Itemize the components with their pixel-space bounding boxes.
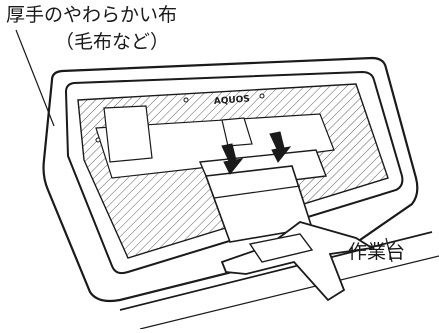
leader-line-cloth: [15, 29, 55, 127]
blanket-label-example: （毛布など）: [55, 31, 170, 53]
stand-neck-fold: [213, 185, 301, 199]
leader-line-workbench: [385, 237, 393, 263]
center-cover-plate: [221, 117, 253, 147]
workbench-label: 作業台: [348, 241, 406, 263]
blanket-label: 厚手のやわらかい布: [6, 4, 178, 26]
workbench-edge-lower: [139, 255, 439, 330]
brand-logo: AQUOS: [214, 95, 251, 107]
screw-arrow: [269, 131, 292, 163]
screw-hole: [95, 137, 101, 143]
stand-base: [220, 221, 375, 302]
screw-arrow: [221, 143, 244, 175]
left-cover-plate: [103, 105, 153, 163]
screw-hole: [259, 93, 265, 99]
screw-hole: [183, 97, 189, 103]
workbench-edge: [119, 231, 433, 311]
stand-base-hub: [248, 233, 314, 263]
